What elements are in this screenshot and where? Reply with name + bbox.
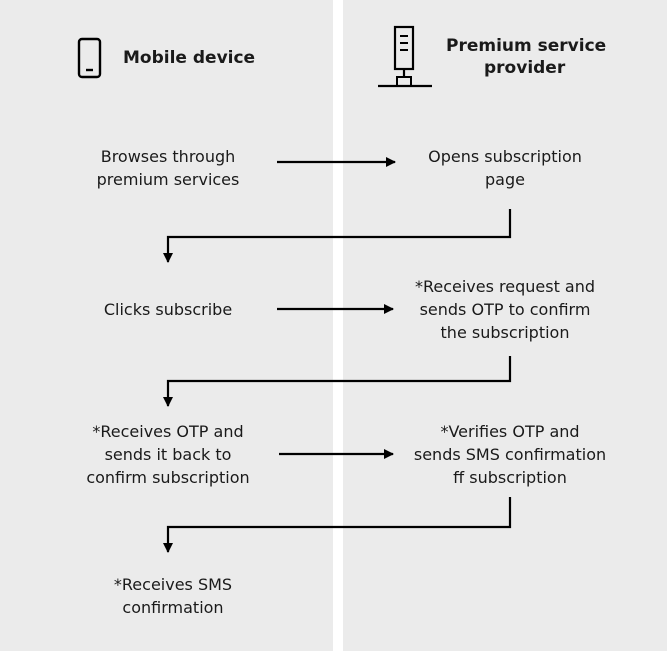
step-receive-otp: *Receives OTP and sends it back to confi… [68,420,268,489]
step-browse: Browses through premium services [73,145,263,191]
arrow-open-to-click [163,209,512,263]
step-browse-line2: premium services [96,170,240,189]
step-click-subscribe: Clicks subscribe [73,298,263,321]
step-receive-request-line2: sends OTP to confirm [419,300,591,319]
step-verify-otp-line1: *Verifies OTP and [440,422,580,441]
step-receive-sms-line1: *Receives SMS [113,575,233,594]
service-provider-lane [343,0,667,651]
step-receive-otp-line3: confirm subscription [86,468,250,487]
service-provider-title-line2: provider [484,58,566,78]
arrow-request-to-receive-otp [163,356,512,407]
step-click-subscribe-line1: Clicks subscribe [103,300,233,319]
step-verify-otp-line3: ff subscription [453,468,567,487]
step-open-page: Opens subscription page [405,145,605,191]
mobile-phone-icon [77,37,102,79]
step-verify-otp-line2: sends SMS confirmation [413,445,607,464]
step-receive-sms-line2: confirmation [122,598,224,617]
server-icon [378,25,432,88]
mobile-device-title: Mobile device [123,48,256,68]
step-receive-request: *Receives request and sends OTP to confi… [395,275,615,344]
service-provider-title-line1: Premium service [446,36,607,56]
step-receive-otp-line2: sends it back to [104,445,232,464]
step-browse-line1: Browses through [100,147,236,166]
step-receive-request-line1: *Receives request and [414,277,596,296]
step-receive-otp-line1: *Receives OTP and [92,422,244,441]
service-provider-title: Premium service provider [446,35,606,79]
step-open-page-line2: page [485,170,525,189]
step-receive-sms: *Receives SMS confirmation [78,573,268,619]
arrow-verify-to-sms [163,497,512,553]
step-receive-request-line3: the subscription [440,323,570,342]
mobile-device-lane [0,0,333,651]
step-open-page-line1: Opens subscription [428,147,582,166]
step-verify-otp: *Verifies OTP and sends SMS confirmation… [397,420,623,489]
